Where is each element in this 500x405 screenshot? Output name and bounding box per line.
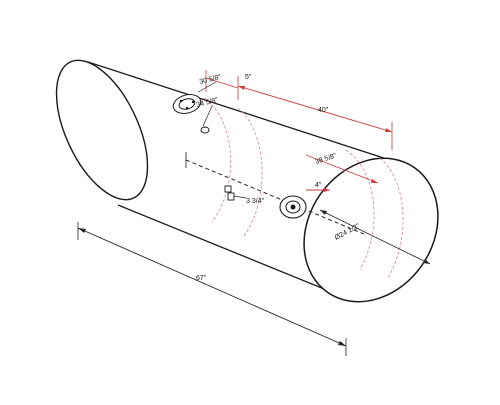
label-side-fitting-dist: 3 3/4" [246,198,265,205]
label-top-port-dist-a: 30 5/8" [199,74,222,86]
side-neck-cap [290,204,296,210]
red-small-arrow [324,188,330,192]
length-arrow-right [338,341,346,346]
label-red-lower-length: 38 5/8" [314,152,338,166]
length-arrow-left [78,228,86,233]
hidden-section-1 [203,97,232,223]
leader-top-port-b [202,105,213,127]
label-red-top-offset: 5" [245,74,252,81]
side-fitting-lower [227,192,235,201]
hidden-section-3 [345,149,375,271]
overall-length-dimension-line [77,227,347,347]
leader-top-port-a [197,81,217,93]
red-lower-dimension-line [305,154,379,184]
diameter-arrow-right [423,259,430,264]
label-overall-length: 67" [196,275,207,282]
red-offset-dimension-line [205,77,239,89]
label-red-lower-offset: 4" [315,182,322,189]
top-port-bolt-1 [179,99,183,103]
top-fill-port-flange [172,94,202,114]
top-fill-port [178,98,196,110]
label-red-top-length: 40" [318,107,329,114]
red-lower-arrow-right [371,179,378,183]
diameter-arrow-left [320,210,327,215]
tank-back-end-cap [55,59,149,201]
diameter-dimension-line [319,209,431,265]
leader-side-fitting [233,195,247,199]
red-top-arrow-right [385,128,392,132]
tank-front-end-cap [303,157,439,303]
top-small-fitting [200,126,210,134]
red-top-dimension-line [237,85,393,133]
tank-body-bottom-line [117,204,335,294]
top-port-bolt-2 [191,100,195,104]
side-fitting-upper [224,185,232,193]
red-top-arrow-left [238,86,245,90]
side-neck [285,200,301,214]
top-port-bolt-3 [185,106,189,110]
hidden-section-4 [379,157,404,279]
hidden-section-2 [237,107,263,237]
